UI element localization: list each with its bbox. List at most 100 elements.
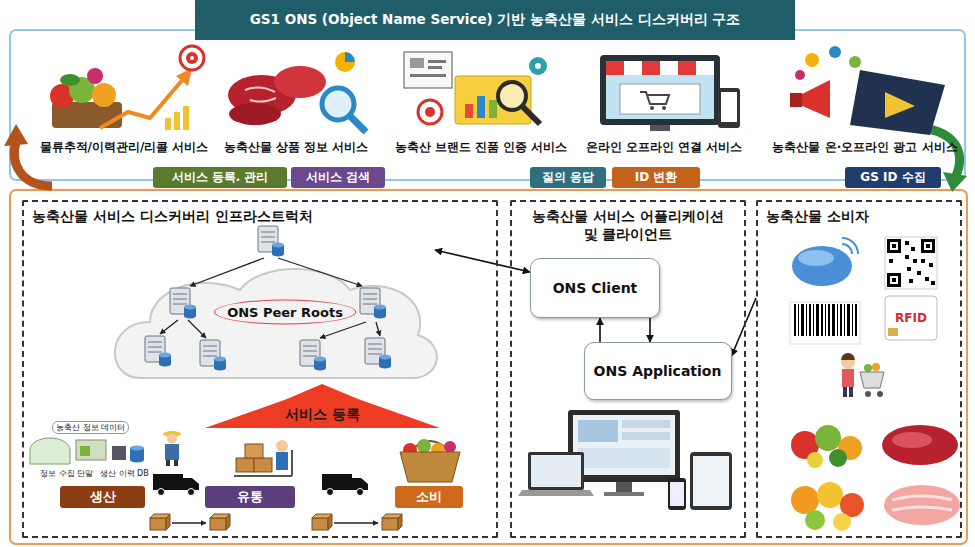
arrow-label: 서비스 등록 [205, 406, 440, 424]
consumer-icons [890, 276, 898, 284]
tracking-icon [87, 68, 103, 84]
panels [10, 190, 967, 544]
brand-auth-icon [428, 60, 446, 63]
farm-scene [112, 446, 126, 460]
service-label: 농축산물 온·오프라인 광고 서비스 [772, 140, 957, 155]
consumer-icons [842, 369, 854, 387]
logistics-scene [172, 522, 206, 524]
consumer-icons [792, 246, 852, 286]
consumer-icons [905, 255, 909, 259]
consumer-icons [805, 510, 825, 530]
consumer-icons [798, 250, 834, 266]
farm-scene [165, 444, 179, 460]
online-offline-icon [678, 61, 696, 75]
consumer-icons [911, 247, 915, 251]
online-offline-icon [620, 84, 700, 114]
title-bar: GS1 ONS (Object Name Service) 기반 농축산물 서비… [195, 0, 795, 40]
brand-auth-icon [477, 96, 485, 118]
devices-drawing [604, 492, 644, 496]
online-offline-icon [642, 61, 660, 75]
ons-cloud-drawing [160, 320, 178, 334]
service-label: 농축산 브랜드 진품 인증 서비스 [395, 140, 568, 155]
ons-cloud-drawing [190, 258, 264, 286]
ons-cloud-drawing [360, 288, 386, 319]
device-label: 생산 이력 DB [100, 469, 149, 479]
tracking-icon [183, 106, 189, 130]
devices-drawing [616, 482, 632, 492]
consumer-icons [849, 387, 853, 397]
product-info-icon [350, 116, 366, 132]
service-tag: 질의 응답 [530, 167, 606, 188]
ons-cloud-drawing [145, 336, 171, 367]
online-offline-icon [606, 61, 714, 119]
consumer-icons [847, 304, 850, 336]
devices-drawing [528, 452, 584, 490]
logistics-scene [254, 458, 272, 472]
consumer-icons [872, 363, 880, 371]
devices-drawing [518, 490, 594, 496]
ons-cloud-drawing [170, 288, 196, 319]
region-box: 농축산물 소비자 [756, 200, 962, 538]
devices-drawing [568, 410, 680, 482]
stage-box: 생산 [60, 486, 145, 508]
consumer-icons [825, 304, 826, 336]
connector-arrow [732, 298, 757, 356]
consumer-icons [837, 304, 838, 336]
ons-cloud: ONS Peer Roots [125, 222, 435, 382]
consumer-icons [888, 328, 898, 336]
ons-cloud-drawing [278, 258, 362, 286]
product-info-icon [228, 52, 366, 132]
consumer-icons [816, 304, 819, 336]
logistics-scene [322, 474, 368, 496]
product-info-icon [274, 66, 326, 98]
tracking-icon [190, 56, 194, 60]
logistics-scene [150, 439, 460, 530]
online-offline-icon [650, 106, 654, 110]
box-label: ONS Application [594, 363, 722, 379]
consumer-icons [852, 304, 853, 336]
connector-arrow [599, 318, 601, 342]
online-offline-icon [600, 55, 740, 131]
tag-text: GS ID 수집 [860, 169, 925, 186]
region-heading: 농축산물 소비자 [766, 207, 869, 225]
consumer-icons [843, 387, 847, 397]
consumer-icons [877, 391, 883, 397]
devices-drawing [578, 420, 618, 442]
service-tag: 서비스 검색 [291, 167, 385, 188]
brand-auth-icon [404, 52, 452, 88]
logistics-scene [236, 458, 254, 472]
stage-box: 소비 [395, 486, 463, 508]
online-offline-icon [650, 125, 670, 131]
farm-scene [166, 460, 170, 466]
online-offline-icon [660, 61, 678, 75]
consumer-icons [929, 263, 933, 267]
service-tag: ID 변환 [612, 167, 700, 188]
logistics-scene [417, 439, 431, 453]
advertising-icon [795, 70, 805, 80]
devices-drawing [518, 410, 732, 510]
consumer-icons [806, 304, 807, 336]
product-info-icon [245, 87, 276, 101]
consumer-icons [821, 304, 823, 336]
ons-cloud-drawing [320, 322, 366, 338]
logistics-scene [210, 514, 230, 530]
tracking-icon [174, 112, 180, 130]
consumer-icons [890, 242, 898, 250]
brand-auth-icon [465, 104, 473, 118]
consumer-icons [885, 296, 937, 340]
connector-arrow [649, 318, 651, 342]
ons-cloud-drawing [376, 322, 380, 336]
tracking-icon [92, 83, 116, 107]
devices-drawing [573, 415, 675, 475]
farm-scene [30, 431, 181, 466]
farm-scene [174, 460, 178, 466]
brand-auth-icon [404, 52, 547, 124]
data-tag: 농축산 정보 데이터 [52, 421, 129, 434]
brand-auth-icon [535, 63, 541, 69]
devices-drawing [693, 456, 729, 506]
consumer-icons [889, 259, 893, 263]
connector-arrow [435, 250, 530, 272]
rfid-label: RFID [895, 311, 927, 325]
